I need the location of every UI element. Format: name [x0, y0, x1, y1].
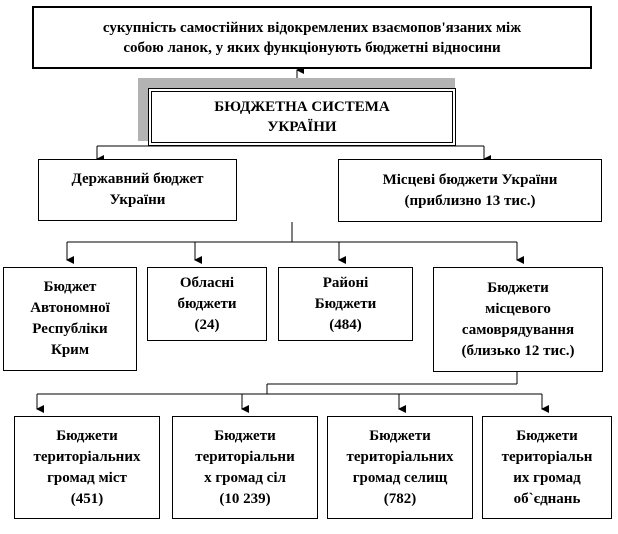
- state-budget-label: Державний бюджет України: [71, 171, 204, 208]
- unions-budgets-label: Бюджети територіальн их громад об`єднань: [501, 427, 593, 507]
- villages-budgets-label: Бюджети територіальни х громад сіл (10 2…: [195, 427, 295, 507]
- oblast-budgets-label: Обласні бюджети (24): [177, 274, 237, 333]
- definition-box: сукупність самостійних відокремлених вза…: [32, 6, 592, 69]
- crimea-budget-label: Бюджет Автономної Республіки Крим: [30, 279, 110, 358]
- settlements-budgets-label: Бюджети територіальних громад селищ (782…: [346, 427, 454, 507]
- self-gov-budgets-label: Бюджети місцевого самоврядування (близьк…: [461, 279, 575, 359]
- main-box: БЮДЖЕТНА СИСТЕМА УКРАЇНИ: [148, 88, 456, 146]
- definition-line-2: собою ланок, у яких функціонують бюджетн…: [123, 39, 501, 56]
- main-title-line-2: УКРАЇНИ: [267, 119, 337, 135]
- local-budgets-box: Місцеві бюджети України (приблизно 13 ти…: [338, 159, 602, 222]
- rayon-budgets-box: Районі Бюджети (484): [278, 267, 413, 341]
- rayon-budgets-label: Районі Бюджети (484): [314, 274, 377, 333]
- crimea-budget-box: Бюджет Автономної Республіки Крим: [3, 267, 137, 371]
- local-budgets-label: Місцеві бюджети України (приблизно 13 ти…: [382, 171, 558, 209]
- main-title-line-1: БЮДЖЕТНА СИСТЕМА: [214, 99, 390, 115]
- cities-budgets-box: Бюджети територіальних громад міст (451): [14, 416, 160, 519]
- villages-budgets-box: Бюджети територіальни х громад сіл (10 2…: [172, 416, 318, 519]
- oblast-budgets-box: Обласні бюджети (24): [147, 267, 267, 341]
- unions-budgets-box: Бюджети територіальн их громад об`єднань: [482, 416, 612, 519]
- self-gov-budgets-box: Бюджети місцевого самоврядування (близьк…: [433, 267, 603, 372]
- state-budget-box: Державний бюджет України: [38, 159, 237, 221]
- definition-line-1: сукупність самостійних відокремлених вза…: [102, 19, 522, 36]
- settlements-budgets-box: Бюджети територіальних громад селищ (782…: [327, 416, 473, 519]
- cities-budgets-label: Бюджети територіальних громад міст (451): [33, 427, 141, 507]
